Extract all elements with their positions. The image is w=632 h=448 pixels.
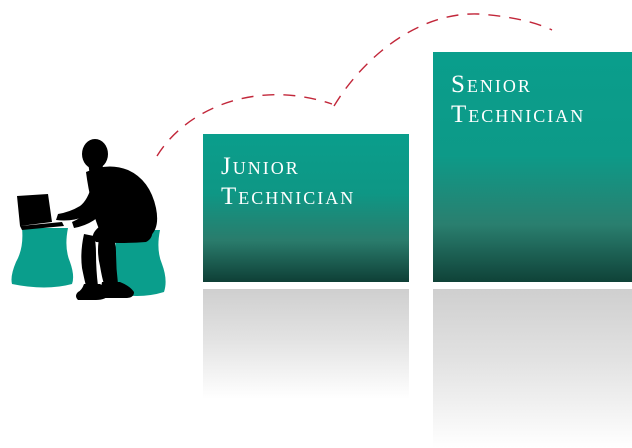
junior-title-line-1: Junior [221, 153, 300, 180]
senior-title-line-2: Technician [451, 101, 586, 128]
junior-technician-block: Junior Technician [203, 134, 409, 282]
torso-icon [86, 166, 158, 240]
person-at-laptop-icon [11, 139, 166, 300]
laptop-icon [17, 194, 64, 230]
back-arm-shape [72, 196, 108, 228]
senior-technician-block: Senior Technician [433, 52, 632, 282]
junior-block-reflection [203, 289, 409, 399]
senior-block-reflection [433, 289, 632, 448]
back-leg-icon [81, 234, 98, 286]
junior-technician-title: Junior Technician [221, 152, 355, 212]
left-stool-icon [11, 228, 74, 288]
dashed-path-arc-1 [156, 94, 333, 157]
back-shoe-icon [76, 284, 110, 300]
front-leg-icon [98, 234, 118, 284]
head-icon [82, 139, 108, 169]
senior-technician-title: Senior Technician [451, 70, 585, 130]
right-stool-icon [106, 230, 166, 296]
junior-title-line-2: Technician [221, 183, 356, 210]
dashed-path-arc-2 [333, 13, 553, 107]
senior-title-line-1: Senior [451, 71, 532, 98]
